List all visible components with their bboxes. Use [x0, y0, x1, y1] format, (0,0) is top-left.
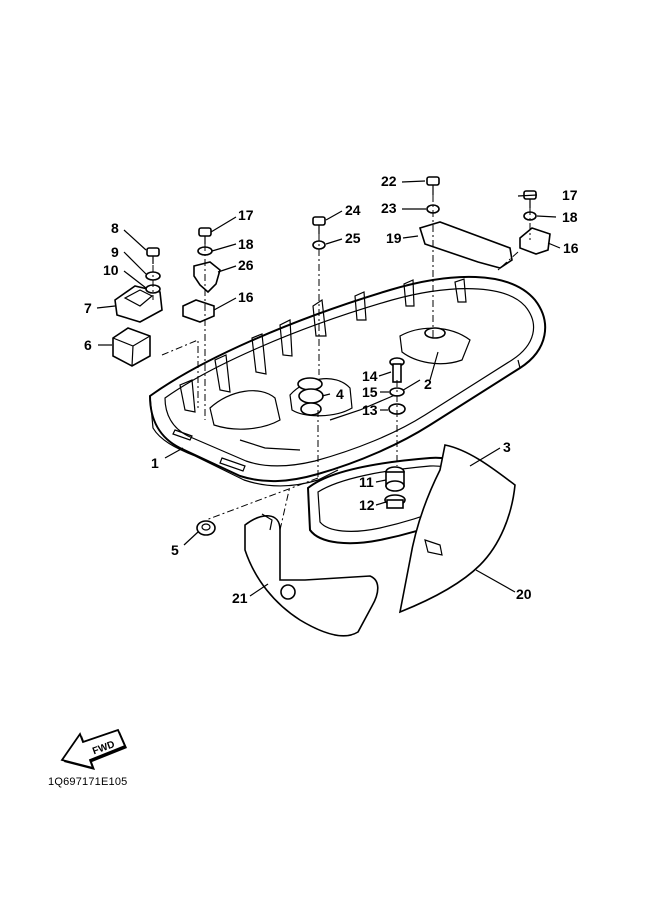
part-7	[114, 285, 163, 323]
callout-17-left: 17	[238, 207, 254, 223]
callout-13: 13	[362, 402, 378, 418]
callout-6: 6	[84, 337, 92, 353]
screw-22	[426, 176, 440, 195]
mount-4	[298, 388, 324, 416]
apron-left	[244, 513, 379, 637]
callout-5: 5	[171, 542, 179, 558]
screw-8	[146, 247, 160, 264]
damper-16-left	[182, 299, 215, 323]
part-6	[112, 327, 151, 367]
callout-7: 7	[84, 300, 92, 316]
diagram-code: 1Q697171E105	[48, 776, 128, 788]
callout-1: 1	[151, 455, 159, 471]
bolt-14	[389, 357, 405, 383]
callout-16-left: 16	[238, 289, 254, 305]
callout-15: 15	[362, 384, 378, 400]
callout-21: 21	[232, 590, 248, 606]
callout-3: 3	[503, 439, 511, 455]
damper-16-right	[519, 227, 551, 255]
fwd-arrow-icon: FWD	[60, 728, 127, 770]
callout-18-right: 18	[562, 209, 578, 225]
callout-12: 12	[359, 497, 375, 513]
screw-24	[312, 216, 326, 234]
callout-4: 4	[336, 386, 344, 402]
plate-19	[418, 221, 513, 269]
callout-19: 19	[386, 230, 402, 246]
callout-17-right: 17	[562, 187, 578, 203]
callout-10: 10	[103, 262, 119, 278]
collar-12	[384, 494, 406, 509]
callout-9: 9	[111, 244, 119, 260]
callout-18-left: 18	[238, 236, 254, 252]
screw-17-right	[523, 190, 537, 208]
callout-25: 25	[345, 230, 361, 246]
callout-8: 8	[111, 220, 119, 236]
callout-16-right: 16	[563, 240, 579, 256]
callout-20: 20	[516, 586, 532, 602]
screw-17-left	[198, 227, 212, 244]
callout-14: 14	[362, 368, 378, 384]
callout-23: 23	[381, 200, 397, 216]
bottom-cowling	[148, 275, 547, 487]
apron-right	[398, 444, 516, 614]
grommet-5	[196, 520, 216, 536]
callout-11: 11	[359, 474, 374, 490]
callout-2: 2	[424, 376, 432, 392]
callout-26: 26	[238, 257, 254, 273]
callout-22: 22	[381, 173, 397, 189]
callout-24: 24	[345, 202, 361, 218]
rubber-11	[385, 466, 405, 492]
clip-26	[193, 261, 221, 294]
